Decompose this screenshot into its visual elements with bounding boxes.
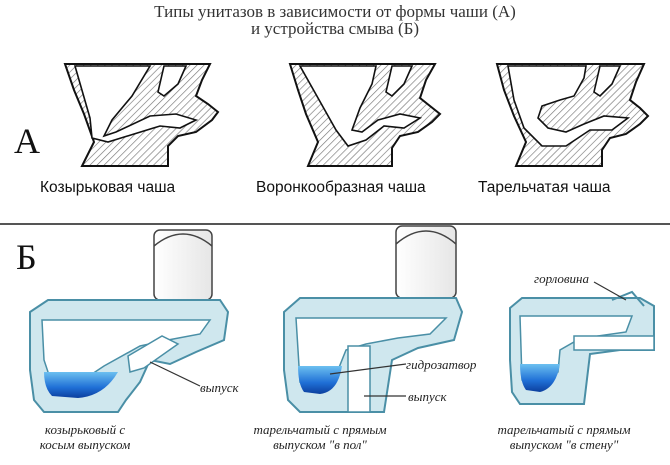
caption-toilet-3-line-1: тарельчатый с прямым: [497, 422, 631, 437]
toilet-visor-angled-outlet: [29, 229, 230, 413]
bowl-visor-section: [63, 63, 220, 167]
caption-toilet-1: козырьковый с косым выпуском: [10, 422, 160, 452]
bowl-plate-section: [495, 63, 650, 167]
callout-outlet-left: выпуск: [200, 380, 239, 395]
section-a-letter: А: [14, 121, 40, 161]
caption-toilet-2: тарельчатый с прямым выпуском "в пол": [230, 422, 410, 452]
bowl-label-plate: Тарельчатая чаша: [478, 179, 611, 196]
callout-neck: горловина: [534, 271, 589, 286]
bowl-label-funnel: Воронкообразная чаша: [256, 179, 426, 196]
bowl-label-visor: Козырьковая чаша: [40, 179, 176, 196]
title-line-2: и устройства смыва (Б): [250, 19, 420, 38]
caption-toilet-2-line-2: выпуском "в пол": [273, 437, 367, 452]
toilet-plate-floor-outlet: [283, 225, 464, 413]
bowl-funnel-section: [288, 63, 442, 167]
section-b-letter: Б: [16, 237, 37, 277]
caption-toilet-3-line-2: выпуском "в стену": [509, 437, 619, 452]
callout-outlet-mid: выпуск: [408, 389, 447, 404]
caption-toilet-1-line-1: козырьковый с: [44, 422, 126, 437]
caption-toilet-2-line-1: тарельчатый с прямым: [253, 422, 387, 437]
caption-toilet-3: тарельчатый с прямым выпуском "в стену": [474, 422, 654, 452]
toilet-plate-wall-outlet: [509, 281, 655, 405]
caption-toilet-1-line-2: косым выпуском: [39, 437, 131, 452]
callout-water-seal: гидрозатвор: [406, 357, 477, 372]
title-line-1: Типы унитазов в зависимости от формы чаш…: [154, 2, 516, 21]
